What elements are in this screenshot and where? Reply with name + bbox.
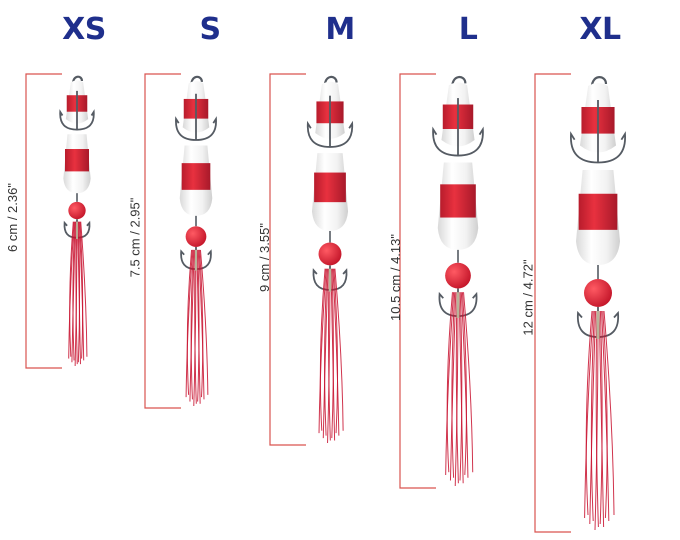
tinsel-strand [328,268,331,441]
tinsel-strand [319,268,326,431]
tinsel-strand [68,221,75,359]
hook-barb-right [457,126,484,157]
tinsel-strand [318,268,327,434]
red-bead [318,242,342,266]
length-label-xs: 6 cm / 2.36" [4,183,20,252]
body-red-band [314,172,346,203]
hook-barb-right [76,109,95,131]
body-red-band [181,163,211,190]
length-bracket [399,73,436,489]
tinsel-strand [185,249,193,398]
tinsel-strand [602,310,608,519]
length-bracket [269,73,306,446]
size-label-l: L [458,12,478,47]
length-label-m: 9 cm / 3.55" [256,223,272,292]
tinsel-strand [449,292,457,481]
lure-xl [534,73,626,533]
tinsel-strand [77,221,81,365]
tinsel-strand [445,292,455,475]
tinsel-strand [459,292,463,481]
size-label-m: M [325,12,355,47]
length-label-l: 10.5 cm / 4.13" [388,234,403,321]
tinsel-strand [197,249,200,402]
bottom-hook-barb-right [457,291,478,318]
tinsel-strand [585,310,593,516]
tinsel-strand [194,249,197,404]
tinsel-strand [330,268,336,441]
red-bead [68,201,86,220]
hook-barb-left [175,116,197,141]
tinsel-strand [590,310,595,522]
tinsel-strand [601,310,610,522]
hook-barb-right [597,131,626,164]
size-label-xs: XS [62,12,106,47]
tinsel-strand [196,249,201,404]
body-red-band [578,193,618,230]
lure-s [144,73,217,409]
length-bracket [25,73,62,369]
tinsel-strand [77,221,81,363]
body-red-band [440,184,476,218]
hook-barb-left [570,131,599,164]
tinsel-strand [322,268,329,439]
length-label-s: 7.5 cm / 2.95" [127,197,143,278]
tinsel-strand [331,268,334,439]
tinsel-strand [190,249,194,400]
red-bead [584,279,612,307]
bottom-hook-barb-right [597,310,620,338]
red-bead [185,226,207,247]
size-label-s: S [199,12,221,47]
tinsel-strand [334,268,344,431]
tinsel-strand [460,292,469,478]
tinsel-strand [603,310,615,516]
tinsel-strand [71,221,77,363]
hook-barb-right [329,120,354,148]
lure-l [399,73,484,489]
tinsel-strand [332,268,340,436]
tinsel-strand [78,221,85,361]
tinsel-strand [199,249,209,395]
tinsel-strand [589,310,597,525]
tinsel-strand [584,310,594,519]
size-label-xl: XL [579,12,621,47]
body-red-band [64,149,90,172]
tinsel-strand [451,292,456,478]
tinsel-strand [79,221,84,359]
tinsel-strand [461,292,467,475]
tinsel-strand [595,310,599,528]
tinsel-strand [69,221,74,357]
lure-m [269,73,354,446]
hook-barb-left [432,126,459,157]
tinsel-strand [198,249,205,400]
tinsel-strand [458,292,464,484]
tinsel-strand [189,249,195,402]
tinsel-strand [333,268,339,434]
length-bracket [144,73,181,409]
tinsel-strand [80,221,88,357]
tinsel-strand [598,310,605,528]
hook-barb-right [195,116,217,141]
red-bead [445,262,471,289]
tinsel-strand [199,249,204,398]
hook-barb-left [306,120,331,148]
length-bracket [534,73,571,533]
tinsel-strand [75,221,78,365]
tinsel-strand [186,249,193,395]
tinsel-strand [324,268,328,436]
tinsel-strand [446,292,453,473]
tinsel-strand [599,310,603,525]
tinsel-strand [455,292,459,484]
length-label-xl: 12 cm / 4.72" [520,259,536,336]
hook-barb-left [59,109,78,131]
lure-xs [25,73,95,369]
tinsel-strand [463,292,474,473]
tinsel-strand [72,221,76,361]
